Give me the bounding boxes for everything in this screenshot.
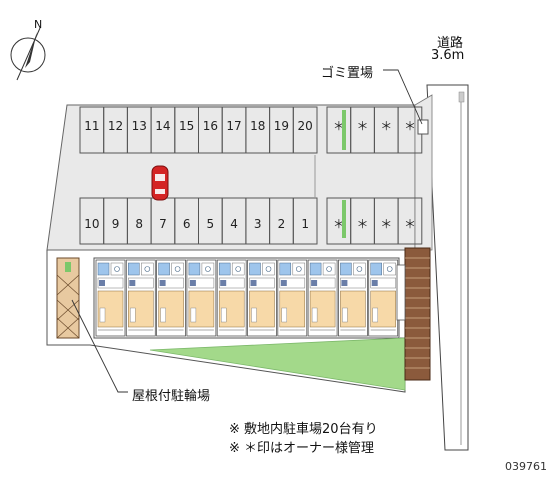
- toilet-area: [353, 262, 366, 276]
- parking-slot-number: 17: [226, 119, 241, 133]
- sink-icon: [129, 280, 136, 286]
- bath-icon: [249, 262, 261, 276]
- toilet-area: [262, 262, 275, 276]
- kitchen-area: [370, 277, 396, 289]
- kitchen-area: [158, 277, 184, 289]
- owner-managed-note: ※ ＊印はオーナー様管理: [229, 441, 375, 456]
- kitchen-area: [279, 277, 306, 289]
- parking-slot-number: ＊: [380, 119, 392, 133]
- parking-slot: [292, 197, 318, 245]
- garbage-leader-line: [383, 69, 423, 125]
- bath-icon: [97, 262, 110, 276]
- toilet-area: [110, 262, 124, 276]
- garbage-enclosure: [417, 119, 429, 135]
- parking-row-bottom: 10 9 8 7 6 5 4 3 2 1 ＊ ＊ ＊ ＊: [79, 197, 423, 245]
- kitchen-area: [309, 277, 336, 289]
- compass-icon: [10, 27, 46, 81]
- kitchen-area: [97, 277, 124, 289]
- parking-slot-number: ＊: [404, 217, 416, 231]
- sink-icon: [220, 280, 227, 286]
- parking-slot-number: 12: [108, 119, 123, 133]
- bath-icon: [309, 262, 322, 276]
- sink-icon: [99, 280, 105, 286]
- road-label: 道路: [437, 36, 464, 51]
- driveway: [414, 94, 433, 251]
- garbage-area-label: ゴミ置場: [321, 66, 374, 81]
- bath-icon: [218, 262, 231, 276]
- sink-icon: [159, 280, 166, 286]
- road-width-label: 3.6m: [431, 48, 465, 63]
- parking-slot-number: 16: [203, 119, 218, 133]
- hedge-top: [342, 110, 346, 150]
- sink-icon: [311, 280, 318, 286]
- parking-slot-number: 10: [84, 217, 99, 231]
- parking-slot-number: 2: [278, 217, 286, 231]
- parking-note: ※ 敷地内駐車場20台有り: [229, 422, 378, 437]
- parking-slot-number: ＊: [380, 217, 392, 231]
- kitchen-area: [128, 277, 154, 289]
- sink-icon: [371, 280, 378, 286]
- parking-slot-number: 6: [183, 217, 191, 231]
- bath-icon: [128, 262, 140, 276]
- parking-slot-number: ＊: [333, 119, 345, 133]
- parking-slot-number: 5: [207, 217, 215, 231]
- sink-icon: [189, 280, 196, 286]
- sink-icon: [250, 280, 257, 286]
- bath-icon: [279, 262, 292, 276]
- parking-slot-number: 1: [301, 217, 309, 231]
- lawn: [149, 337, 406, 391]
- parking-slot-number: 19: [274, 119, 289, 133]
- parking-slot-number: ＊: [357, 217, 369, 231]
- bath-icon: [340, 262, 352, 276]
- kitchen-area: [188, 277, 215, 289]
- reference-code: 039761: [505, 460, 547, 473]
- car-icon: [151, 165, 169, 201]
- kitchen-area: [218, 277, 245, 289]
- toilet-area: [201, 262, 215, 276]
- road: [426, 84, 469, 451]
- bath-icon: [188, 262, 201, 276]
- parking-slot-number: ＊: [404, 119, 416, 133]
- parking-slot: [292, 106, 318, 154]
- toilet-area: [141, 262, 154, 276]
- parking-slot-number: ＊: [333, 217, 345, 231]
- kitchen-area: [249, 277, 275, 289]
- toilet-area: [292, 262, 306, 276]
- parking-slot-number: 4: [230, 217, 238, 231]
- parking-slot-number: 11: [84, 119, 99, 133]
- parking-slot-number: 13: [132, 119, 147, 133]
- toilet-area: [322, 262, 336, 276]
- toilet-area: [383, 262, 396, 276]
- hedge-bottom: [342, 200, 346, 238]
- sink-icon: [341, 280, 348, 286]
- toilet-area: [231, 262, 245, 276]
- bike-parking-label: 屋根付駐輪場: [132, 389, 211, 404]
- bike-leader-line: [71, 299, 128, 393]
- parking-row-top: 11 12 13 14 15 16 17 18 19 20 ＊ ＊ ＊ ＊: [79, 106, 423, 154]
- parking-slot-number: 9: [112, 217, 120, 231]
- bike-shed-icon: [56, 257, 80, 339]
- parking-slot-number: 3: [254, 217, 262, 231]
- parking-slot-number: 15: [179, 119, 194, 133]
- bath-icon: [158, 262, 170, 276]
- parking-slot-number: 14: [155, 119, 170, 133]
- kitchen-area: [340, 277, 366, 289]
- parking-slot-number: 7: [159, 217, 167, 231]
- parking-slot-number: ＊: [357, 119, 369, 133]
- compass-north-label: N: [34, 18, 43, 31]
- parking-slot-number: 20: [298, 119, 313, 133]
- sink-icon: [280, 280, 287, 286]
- toilet-area: [171, 262, 184, 276]
- parking-slot-number: 8: [135, 217, 143, 231]
- bath-icon: [370, 262, 382, 276]
- parking-slot: [397, 197, 423, 245]
- apartment-units: [95, 259, 399, 337]
- parking-slot-number: 18: [250, 119, 265, 133]
